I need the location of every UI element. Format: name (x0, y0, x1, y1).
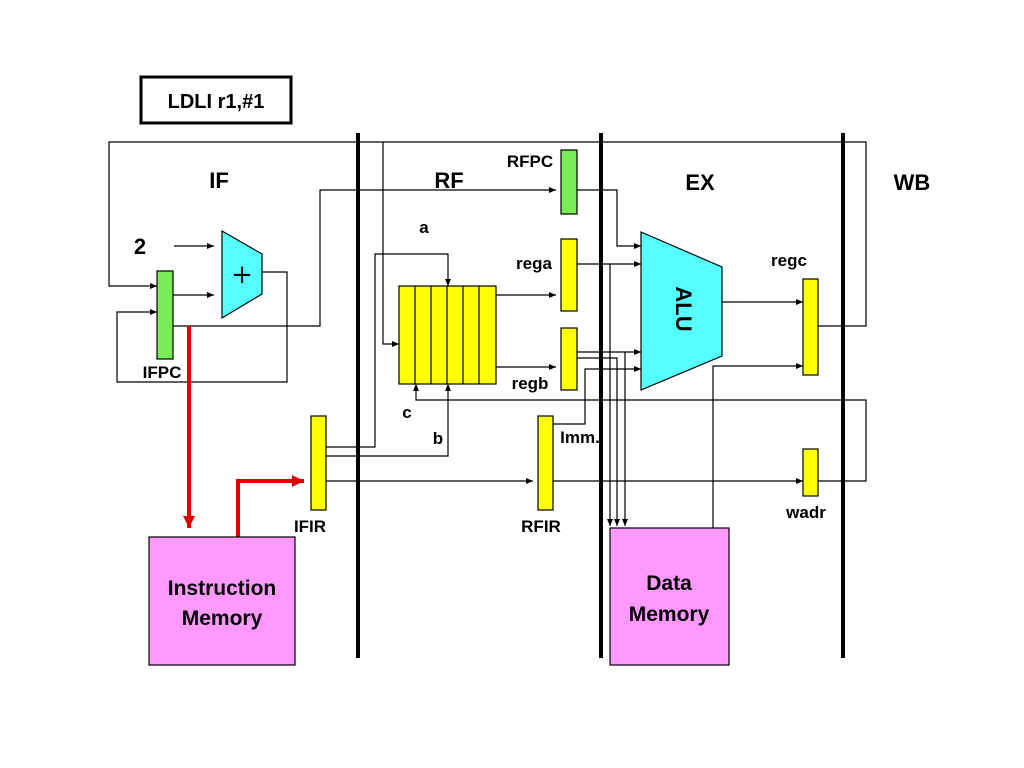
regfile-port-c-label: c (402, 403, 411, 422)
rega-label: rega (516, 254, 552, 273)
active-path-imem-to-ifir (236, 475, 304, 537)
stage-label-wb: WB (894, 170, 931, 195)
stage-label-if: IF (209, 168, 229, 193)
adder-constant-label: 2 (134, 234, 146, 259)
ifpc-label: IFPC (143, 363, 182, 382)
rfpc-label: RFPC (507, 152, 553, 171)
data-memory (609, 527, 730, 666)
rfir-register (537, 415, 554, 511)
stage-label-ex: EX (685, 170, 715, 195)
data-memory-line2: Memory (629, 603, 710, 626)
regc-label: regc (771, 251, 807, 270)
stage-label-rf: RF (434, 168, 463, 193)
regc-register (802, 278, 819, 376)
regfile-port-b-label: b (433, 429, 443, 448)
ifir-label: IFIR (294, 517, 326, 536)
title-text: LDLI r1,#1 (168, 91, 265, 113)
title-box: LDLI r1,#1 (139, 75, 293, 125)
register-file (398, 285, 497, 385)
rega-register (560, 238, 578, 312)
ifir-register (310, 415, 327, 511)
alu (640, 231, 723, 391)
adder-plus-symbol: + (231, 260, 253, 290)
pc-adder (221, 229, 263, 320)
regb-register (560, 327, 578, 391)
regb-label: regb (512, 374, 549, 393)
ifpc-register (156, 270, 174, 360)
wires (108, 141, 867, 528)
data-memory-line1: Data (646, 572, 692, 595)
imm-label: Imm. (560, 428, 600, 447)
rfpc-register (560, 149, 578, 215)
instruction-memory (148, 536, 296, 666)
wadr-register (802, 448, 819, 497)
regfile-port-a-label: a (419, 218, 429, 237)
alu-label: ALU (671, 286, 696, 331)
rfir-label: RFIR (521, 517, 561, 536)
wadr-label: wadr (785, 503, 826, 522)
instruction-memory-line1: Instruction (168, 577, 277, 600)
instruction-memory-line2: Memory (182, 607, 263, 630)
